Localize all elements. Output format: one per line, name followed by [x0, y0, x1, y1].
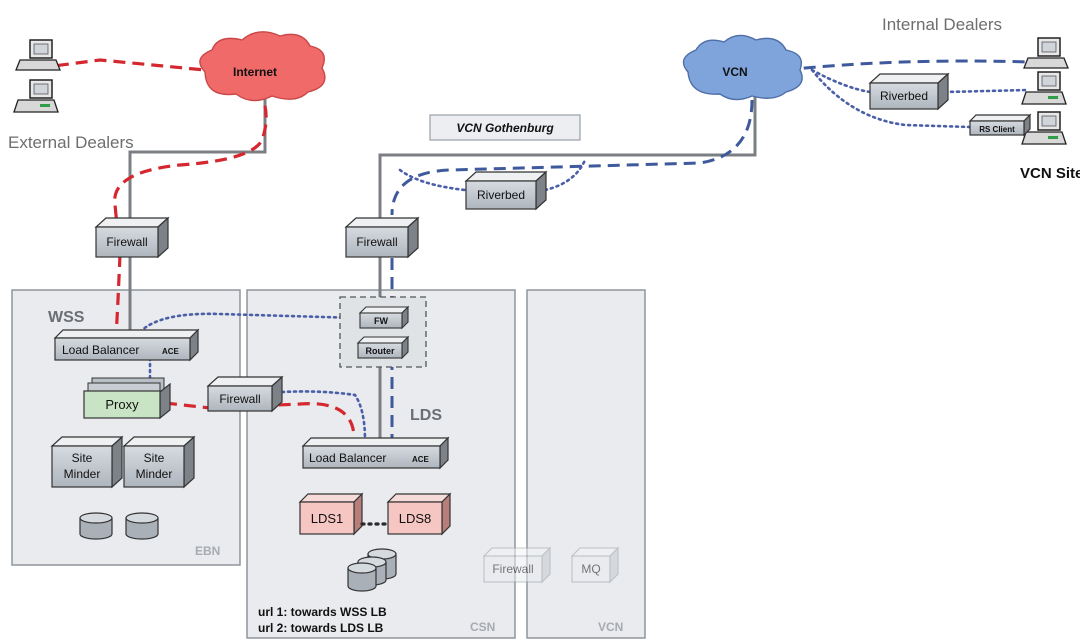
- database-icon: [79, 512, 113, 540]
- internal-dealer-path: [390, 59, 1031, 440]
- computer-icon: [1021, 111, 1067, 145]
- fw-label: FW: [374, 316, 388, 326]
- site-minder-2-line2: Minder: [136, 467, 173, 481]
- site-minder-1-line2: Minder: [64, 467, 101, 481]
- database-icon: [347, 548, 397, 592]
- mq-faded: MQ: [570, 546, 620, 584]
- database-icon: [125, 512, 159, 540]
- load-balancer-wss-ace: ACE: [162, 347, 180, 356]
- router-device: Router: [356, 335, 410, 360]
- zone-label-ebn: EBN: [195, 544, 220, 558]
- firewall-mid: Firewall: [206, 375, 284, 413]
- external-dealer-computers: [13, 39, 61, 113]
- rs-client: RS Client: [968, 113, 1032, 137]
- firewall-csn: Firewall: [344, 216, 420, 259]
- vcn-gothenburg-box: VCN Gothenburg: [429, 114, 581, 141]
- fw-device: FW: [358, 305, 410, 330]
- fw-router-group: FW Router: [339, 296, 427, 368]
- site-minder-2-line1: Site: [144, 451, 165, 465]
- internet-cloud: Internet: [199, 31, 326, 102]
- zone-label-lds: LDS: [410, 407, 442, 424]
- riverbed-sites-label: Riverbed: [880, 89, 928, 103]
- site-minder-2: Site Minder: [122, 435, 196, 489]
- firewall-mid-label: Firewall: [219, 392, 260, 406]
- lds1-server: LDS1: [298, 492, 364, 536]
- vcn-gothenburg-label: VCN Gothenburg: [456, 121, 554, 135]
- firewall-faded: Firewall: [482, 546, 552, 584]
- riverbed-gothenburg: Riverbed: [464, 170, 548, 211]
- url2-note: url 2: towards LDS LB: [258, 621, 384, 635]
- firewall-csn-label: Firewall: [356, 235, 397, 249]
- lds8-label: LDS8: [399, 511, 432, 526]
- load-balancer-wss: Load Balancer ACE: [53, 328, 200, 362]
- internet-cloud-label: Internet: [233, 65, 277, 79]
- computer-icon: [15, 39, 61, 71]
- url1-note: url 1: towards WSS LB: [258, 605, 387, 619]
- lds1-label: LDS1: [311, 511, 344, 526]
- firewall-ebn-label: Firewall: [106, 235, 147, 249]
- router-label: Router: [366, 346, 395, 356]
- mq-label: MQ: [581, 562, 600, 576]
- zone-label-csn: CSN: [470, 620, 495, 634]
- firewall-faded-label: Firewall: [492, 562, 533, 576]
- computer-icon: [1023, 37, 1069, 69]
- vcn-sites-label: VCN Sites: [1020, 165, 1080, 182]
- zone-label-vcn: VCN: [598, 620, 623, 634]
- riverbed-gothenburg-label: Riverbed: [477, 188, 525, 202]
- proxy: Proxy: [83, 377, 171, 420]
- zone-vcn: VCN: [526, 289, 646, 639]
- load-balancer-lds-label: Load Balancer: [309, 451, 386, 465]
- site-minder-1-line1: Site: [72, 451, 93, 465]
- load-balancer-lds-ace: ACE: [412, 455, 430, 464]
- internal-dealer-computers: [1021, 37, 1069, 145]
- external-dealers-label: External Dealers: [8, 133, 134, 152]
- lds8-server: LDS8: [386, 492, 452, 536]
- load-balancer-lds: Load Balancer ACE: [301, 436, 450, 470]
- site-minder-1: Site Minder: [50, 435, 124, 489]
- vcn-cloud-label: VCN: [722, 65, 747, 79]
- firewall-ebn: Firewall: [94, 216, 170, 259]
- dotted-links: [138, 68, 1030, 442]
- riverbed-sites: Riverbed: [868, 72, 950, 111]
- computer-icon: [1021, 71, 1067, 105]
- load-balancer-wss-label: Load Balancer: [62, 343, 139, 357]
- vcn-cloud: VCN: [682, 34, 803, 101]
- rs-client-label: RS Client: [979, 125, 1015, 134]
- proxy-label: Proxy: [105, 397, 139, 412]
- internal-dealers-label: Internal Dealers: [882, 15, 1002, 34]
- computer-icon: [13, 79, 59, 113]
- zone-label-wss: WSS: [48, 309, 85, 326]
